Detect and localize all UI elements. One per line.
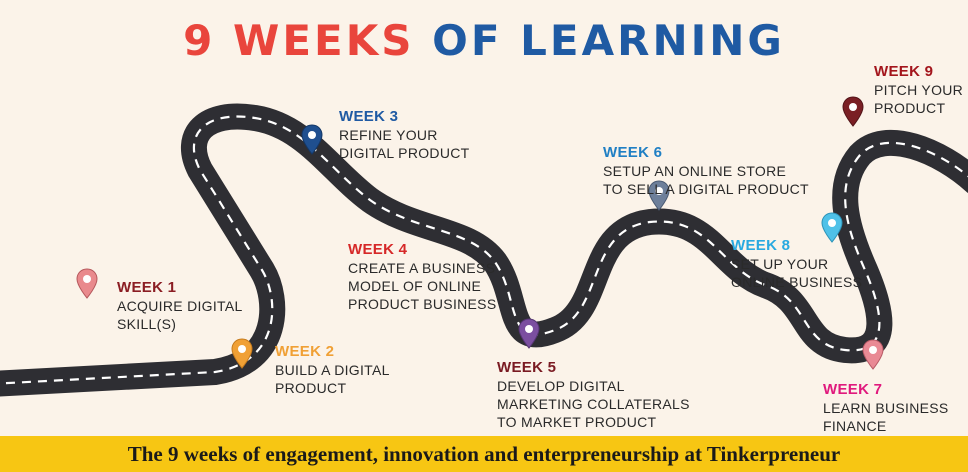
week-7-line-1: LEARN BUSINESS [823, 400, 949, 416]
week-4-line-3: PRODUCT BUSINESS [348, 296, 497, 312]
map-pin-icon [842, 96, 864, 127]
page-title: 9 WEEKS OF LEARNING [0, 14, 968, 68]
title-part-1: 9 WEEKS [183, 16, 415, 65]
week-1-line-2: SKILL(S) [117, 316, 177, 332]
week-7-line-2: FINANCE [823, 418, 887, 434]
week-8-line-2: ONLINE BUSINESS [731, 274, 863, 290]
week-1-line-1: ACQUIRE DIGITAL [117, 298, 243, 314]
week-7-heading: WEEK 7 [823, 381, 883, 398]
week-5-line-3: TO MARKET PRODUCT [497, 414, 657, 430]
week-2-line-1: BUILD A DIGITAL [275, 362, 390, 378]
week-9-block: WEEK 9 PITCH YOUR PRODUCT [874, 62, 963, 117]
week-5-line-1: DEVELOP DIGITAL [497, 378, 625, 394]
week-2-heading: WEEK 2 [275, 343, 335, 360]
map-pin-icon [301, 124, 323, 155]
week-4-line-2: MODEL OF ONLINE [348, 278, 482, 294]
week-5-line-2: MARKETING COLLATERALS [497, 396, 690, 412]
week-3-block: WEEK 3 REFINE YOUR DIGITAL PRODUCT [339, 107, 470, 162]
week-7-block: WEEK 7 LEARN BUSINESS FINANCE [823, 380, 949, 435]
week-9-line-2: PRODUCT [874, 100, 946, 116]
map-pin-icon [518, 318, 540, 349]
map-pin-icon [231, 338, 253, 369]
week-2-block: WEEK 2 BUILD A DIGITAL PRODUCT [275, 342, 390, 397]
caption-bar: The 9 weeks of engagement, innovation an… [0, 436, 968, 472]
week-5-block: WEEK 5 DEVELOP DIGITAL MARKETING COLLATE… [497, 358, 690, 431]
week-4-block: WEEK 4 CREATE A BUSINESS MODEL OF ONLINE… [348, 240, 496, 313]
week-5-heading: WEEK 5 [497, 359, 557, 376]
week-9-heading: WEEK 9 [874, 63, 934, 80]
week-2-line-2: PRODUCT [275, 380, 347, 396]
map-pin-icon [648, 180, 670, 211]
week-4-heading: WEEK 4 [348, 241, 408, 258]
week-3-heading: WEEK 3 [339, 108, 399, 125]
title-part-2: OF LEARNING [432, 16, 785, 65]
week-8-heading: WEEK 8 [731, 237, 791, 254]
week-8-block: WEEK 8 SET UP YOUR ONLINE BUSINESS [731, 236, 862, 291]
week-6-line-2: TO SELL A DIGITAL PRODUCT [603, 181, 809, 197]
road-surface [0, 103, 968, 397]
map-pin-icon [76, 268, 98, 299]
week-8-line-1: SET UP YOUR [731, 256, 829, 272]
week-1-heading: WEEK 1 [117, 279, 177, 296]
week-6-line-1: SETUP AN ONLINE STORE [603, 163, 787, 179]
map-pin-icon [862, 339, 884, 370]
week-3-line-2: DIGITAL PRODUCT [339, 145, 470, 161]
week-6-block: WEEK 6 SETUP AN ONLINE STORE TO SELL A D… [603, 143, 809, 198]
week-6-heading: WEEK 6 [603, 144, 663, 161]
map-pin-icon [821, 212, 843, 243]
week-3-line-1: REFINE YOUR [339, 127, 438, 143]
week-9-line-1: PITCH YOUR [874, 82, 964, 98]
week-4-line-1: CREATE A BUSINESS [348, 260, 496, 276]
week-1-block: WEEK 1 ACQUIRE DIGITAL SKILL(S) [117, 278, 243, 333]
